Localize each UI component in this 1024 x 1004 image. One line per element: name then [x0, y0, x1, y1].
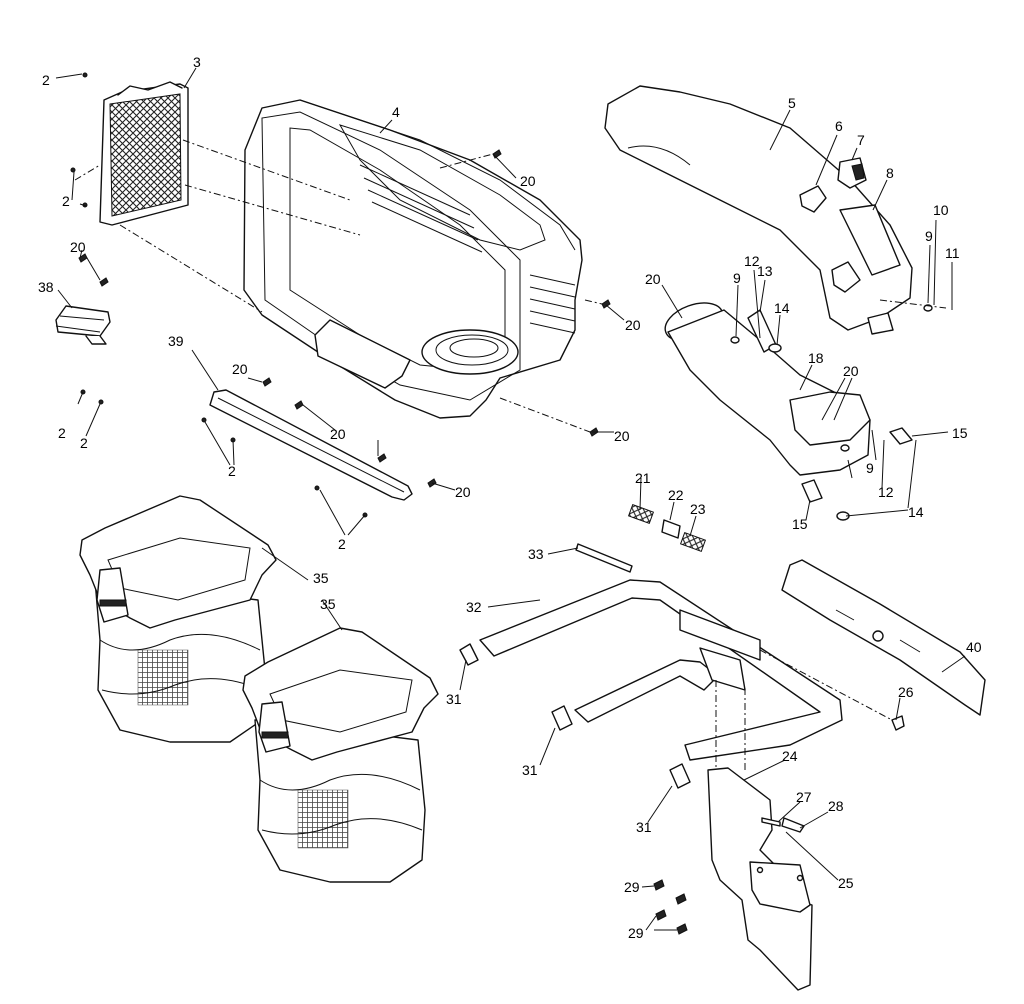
callout-20: 20 [455, 484, 471, 500]
callout-2: 2 [62, 193, 70, 209]
grass-bag-housing-part [243, 99, 583, 419]
callout-28: 28 [828, 798, 844, 814]
callout-2: 2 [338, 536, 346, 552]
callout-2: 2 [80, 435, 88, 451]
callout-21: 21 [635, 470, 651, 486]
callout-29: 29 [628, 925, 644, 941]
callout-20: 20 [232, 361, 248, 377]
callout-40: 40 [966, 639, 982, 655]
callout-35: 35 [320, 596, 336, 612]
callout-20: 20 [625, 317, 641, 333]
grass-bag-lower-part [242, 627, 439, 883]
grass-bag-upper-part [79, 495, 277, 743]
leader-lines [55, 67, 966, 931]
callout-38: 38 [38, 279, 54, 295]
chute-rod-part [575, 543, 633, 573]
callout-12: 12 [744, 253, 760, 269]
callout-3: 3 [193, 54, 201, 70]
callout-23: 23 [690, 501, 706, 517]
callout-12: 12 [878, 484, 894, 500]
callout-35: 35 [313, 570, 329, 586]
callout-9: 9 [866, 460, 874, 476]
callout-20: 20 [614, 428, 630, 444]
mount-bracket-part [707, 767, 813, 991]
callout-labels: 2 3 4 5 6 7 8 10 9 11 2 20 38 39 20 2 2 … [38, 54, 982, 941]
callout-31: 31 [636, 819, 652, 835]
part-23-spring [679, 531, 707, 553]
callout-10: 10 [933, 202, 949, 218]
callout-31: 31 [522, 762, 538, 778]
callout-20: 20 [330, 426, 346, 442]
callout-25: 25 [838, 875, 854, 891]
callout-20: 20 [645, 271, 661, 287]
callout-20: 20 [70, 239, 86, 255]
callout-2: 2 [58, 425, 66, 441]
alignment-lines [74, 139, 947, 770]
callout-5: 5 [788, 95, 796, 111]
part-7-latch [837, 157, 867, 189]
callout-27: 27 [796, 789, 812, 805]
callout-20: 20 [843, 363, 859, 379]
callout-11: 11 [945, 245, 960, 261]
part-8-bracket [831, 261, 861, 293]
part-28-spacer [781, 817, 805, 833]
end-cap-part [459, 643, 691, 789]
callout-8: 8 [886, 165, 894, 181]
part-21-spring [627, 503, 655, 525]
deflector-plate-part [209, 389, 413, 501]
part-27-bolt [761, 817, 781, 827]
callout-18: 18 [808, 350, 824, 366]
callout-14: 14 [908, 504, 924, 520]
part-22-sleeve [661, 519, 681, 539]
callout-14: 14 [774, 300, 790, 316]
grass-screen-part [99, 81, 189, 226]
part-14-washer [768, 343, 850, 521]
callout-9: 9 [925, 228, 933, 244]
callout-29: 29 [624, 879, 640, 895]
callout-6: 6 [835, 118, 843, 134]
callout-31: 31 [446, 691, 462, 707]
callout-20: 20 [520, 173, 536, 189]
part-29-screws [653, 879, 688, 935]
mount-plate-part [55, 305, 111, 345]
callout-2: 2 [42, 72, 50, 88]
part-26-clip [891, 715, 905, 731]
callout-22: 22 [668, 487, 684, 503]
part-9-washers [730, 304, 933, 452]
callout-15: 15 [952, 425, 968, 441]
part-6-plate [799, 185, 827, 213]
callout-7: 7 [857, 132, 865, 148]
support-frame-part [479, 579, 843, 761]
callout-39: 39 [168, 333, 184, 349]
part-15-pin [801, 427, 913, 503]
callout-15: 15 [792, 516, 808, 532]
mower-blade-part [781, 559, 986, 716]
callout-24: 24 [782, 748, 798, 764]
callout-26: 26 [898, 684, 914, 700]
callout-9: 9 [733, 270, 741, 286]
callout-13: 13 [757, 263, 773, 279]
callout-32: 32 [466, 599, 482, 615]
callout-33: 33 [528, 546, 544, 562]
chute-adapter-part [664, 302, 871, 476]
callout-2: 2 [228, 463, 236, 479]
discharge-chute-part [604, 85, 913, 335]
callout-4: 4 [392, 104, 400, 120]
